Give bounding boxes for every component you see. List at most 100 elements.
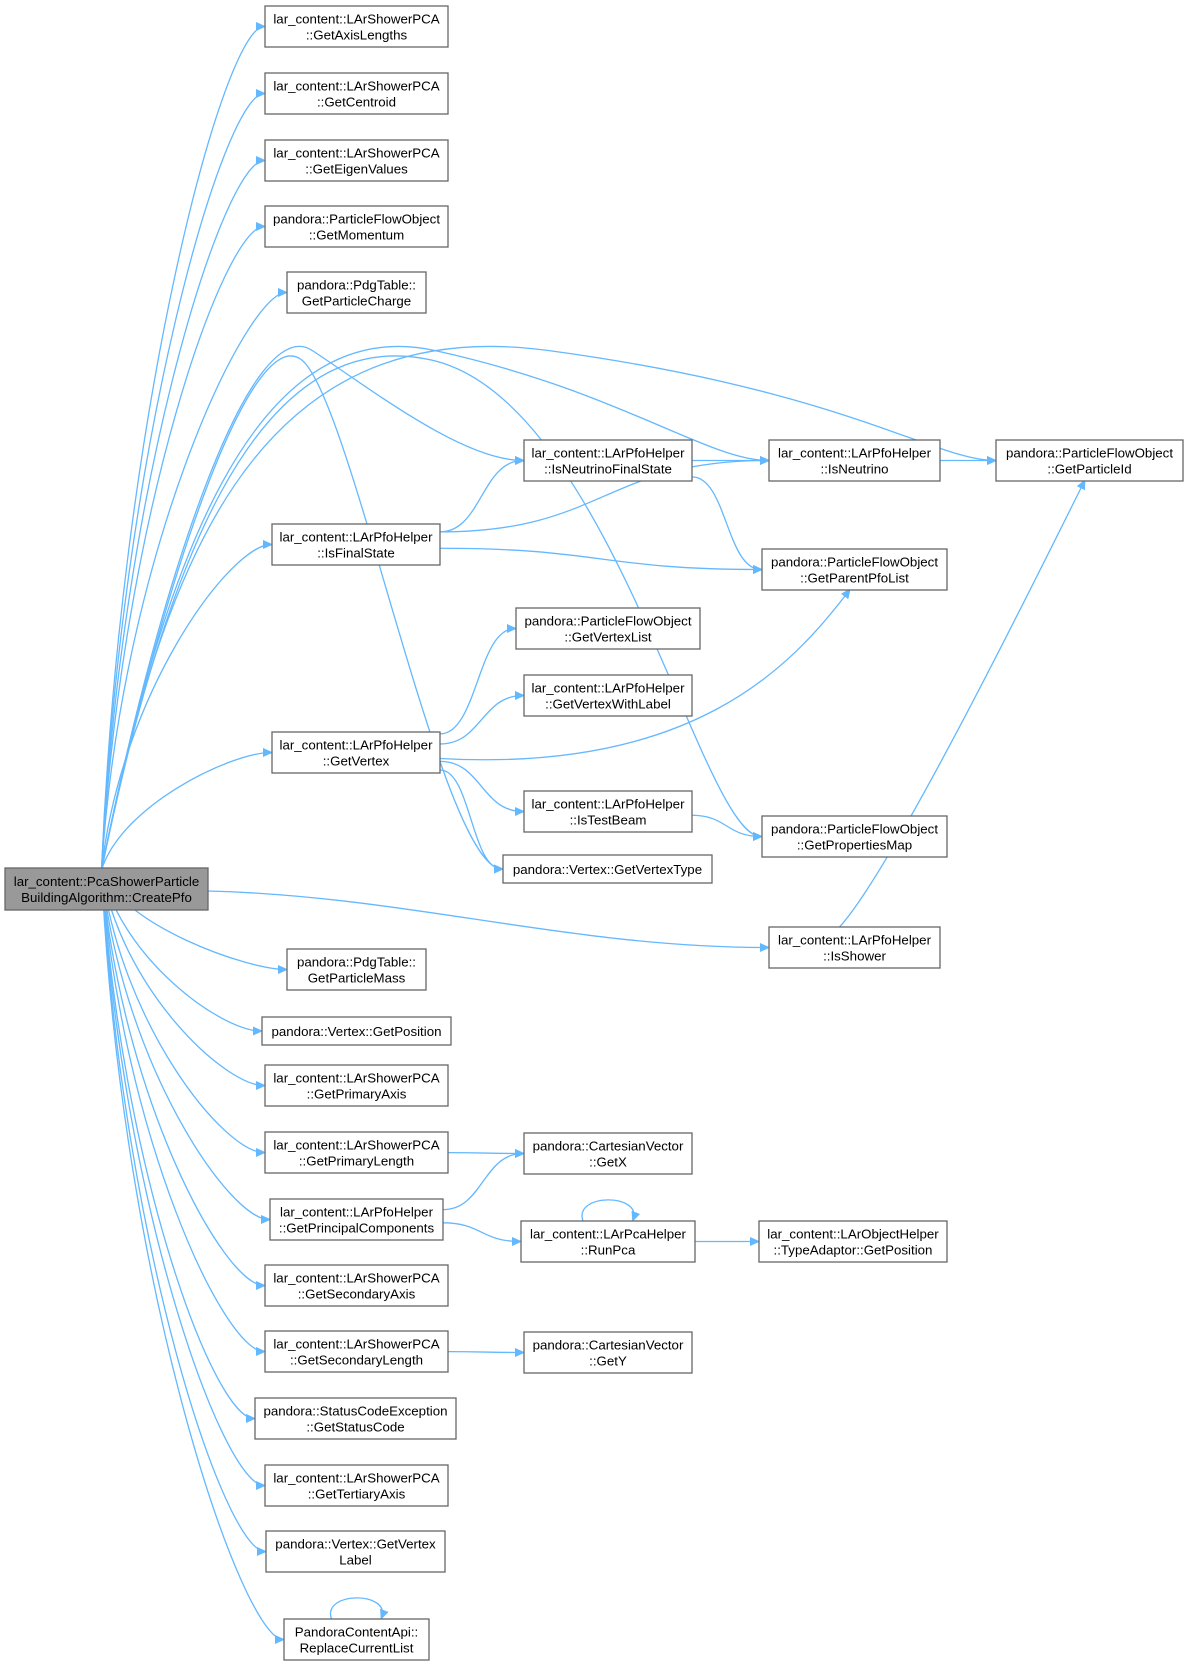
node-label-line: ::RunPca <box>581 1243 636 1258</box>
node-label-line: lar_content::LArPfoHelper <box>532 681 686 696</box>
edge-isshower-to-particleid <box>839 481 1085 928</box>
node-propmap[interactable]: pandora::ParticleFlowObject::GetProperti… <box>761 815 948 858</box>
node-label-line: ::GetVertex <box>323 754 390 769</box>
node-label-line: ::GetPropertiesMap <box>797 838 912 853</box>
node-label-line: lar_content::LArPfoHelper <box>280 738 434 753</box>
node-box <box>264 1330 449 1373</box>
node-label-line: lar_content::LArPfoHelper <box>778 933 932 948</box>
node-secaxis[interactable]: lar_content::LArShowerPCA::GetSecondaryA… <box>264 1264 449 1307</box>
node-label-line: ::GetParentPfoList <box>800 571 909 586</box>
node-seclen[interactable]: lar_content::LArShowerPCA::GetSecondaryL… <box>264 1330 449 1373</box>
node-label-line: ::IsNeutrinoFinalState <box>544 462 672 477</box>
node-label-line: lar_content::LArObjectHelper <box>767 1227 939 1242</box>
node-isneutrino[interactable]: lar_content::LArPfoHelper::IsNeutrino <box>768 439 941 482</box>
node-primlen[interactable]: lar_content::LArShowerPCA::GetPrimaryLen… <box>264 1131 449 1174</box>
node-box <box>264 1264 449 1307</box>
node-cartx[interactable]: pandora::CartesianVector::GetX <box>523 1132 693 1175</box>
node-box <box>286 948 427 991</box>
edge-create-to-isneufs <box>100 345 524 871</box>
node-box <box>264 1064 449 1107</box>
node-tertaxis[interactable]: lar_content::LArShowerPCA::GetTertiaryAx… <box>264 1464 449 1507</box>
node-carty[interactable]: pandora::CartesianVector::GetY <box>523 1331 693 1374</box>
node-label-line: lar_content::LArPfoHelper <box>532 797 686 812</box>
node-label-line: pandora::PdgTable:: <box>297 955 416 970</box>
node-label-line: ::GetX <box>589 1155 627 1170</box>
edge-create-to-propmap <box>100 355 762 871</box>
node-label-line: ::GetMomentum <box>309 228 404 243</box>
node-label-line: lar_content::LArPfoHelper <box>778 446 932 461</box>
node-position[interactable]: pandora::Vertex::GetPosition <box>261 1016 452 1046</box>
node-particleid[interactable]: pandora::ParticleFlowObject::GetParticle… <box>995 439 1184 482</box>
node-parentpfo[interactable]: pandora::ParticleFlowObject::GetParentPf… <box>761 548 948 591</box>
node-box <box>265 1530 446 1573</box>
node-principal[interactable]: lar_content::LArPfoHelper::GetPrincipalC… <box>269 1198 444 1241</box>
edge-create-to-momentum <box>100 227 265 871</box>
node-label-line: pandora::Vertex::GetVertexType <box>513 862 702 877</box>
node-box <box>768 926 941 969</box>
node-box <box>264 139 449 182</box>
edge-create-to-isshower <box>207 890 768 948</box>
edge-primlen-to-cartx <box>447 1153 523 1154</box>
node-label-line: ::GetEigenValues <box>305 162 408 177</box>
edge-create-to-seclen <box>100 869 265 1352</box>
node-label-line: ::GetAxisLengths <box>306 28 408 43</box>
node-isshower[interactable]: lar_content::LArPfoHelper::IsShower <box>768 926 941 969</box>
node-label-line: ReplaceCurrentList <box>300 1641 414 1656</box>
node-istestbeam[interactable]: lar_content::LArPfoHelper::IsTestBeam <box>523 790 693 833</box>
node-vertexlist[interactable]: pandora::ParticleFlowObject::GetVertexLi… <box>515 607 701 650</box>
node-typeadaptor[interactable]: lar_content::LArObjectHelper::TypeAdapto… <box>758 1220 948 1263</box>
node-vtype[interactable]: pandora::Vertex::GetVertexType <box>502 854 713 884</box>
node-label-line: lar_content::LArPfoHelper <box>280 530 434 545</box>
edge-create-to-isneutrino <box>100 345 769 871</box>
node-box <box>271 523 441 566</box>
node-label-line: ::GetVertexList <box>564 630 652 645</box>
node-create[interactable]: lar_content::PcaShowerParticleBuildingAl… <box>4 867 209 911</box>
node-eigen[interactable]: lar_content::LArShowerPCA::GetEigenValue… <box>264 139 449 182</box>
node-label-line: GetParticleCharge <box>302 294 411 309</box>
edge-isfinal-to-parentpfo <box>439 547 761 569</box>
node-mass[interactable]: pandora::PdgTable::GetParticleMass <box>286 948 427 991</box>
node-box <box>264 72 449 115</box>
node-label-line: pandora::Vertex::GetVertex <box>275 1537 436 1552</box>
node-isneufs[interactable]: lar_content::LArPfoHelper::IsNeutrinoFin… <box>523 439 693 482</box>
node-box <box>254 1397 457 1440</box>
node-label-line: ::GetCentroid <box>317 95 396 110</box>
edge-isfinal-to-isneutrino <box>439 461 768 533</box>
node-label-line: lar_content::LArPfoHelper <box>280 1205 434 1220</box>
node-getvertex[interactable]: lar_content::LArPfoHelper::GetVertex <box>271 731 441 774</box>
node-axislen[interactable]: lar_content::LArShowerPCA::GetAxisLength… <box>264 5 449 48</box>
node-momentum[interactable]: pandora::ParticleFlowObject::GetMomentum <box>264 205 449 248</box>
node-box <box>264 205 449 248</box>
node-centroid[interactable]: lar_content::LArShowerPCA::GetCentroid <box>264 72 449 115</box>
edge-create-to-isfinal <box>100 545 272 871</box>
node-box <box>269 1198 444 1241</box>
edge-runpca-to-runpca <box>581 1199 634 1221</box>
node-box <box>523 439 693 482</box>
node-label-line: ::GetSecondaryLength <box>290 1353 423 1368</box>
node-charge[interactable]: pandora::PdgTable::GetParticleCharge <box>286 271 427 314</box>
node-primaxis[interactable]: lar_content::LArShowerPCA::GetPrimaryAxi… <box>264 1064 449 1107</box>
node-label-line: PandoraContentApi:: <box>295 1625 418 1640</box>
edge-create-to-tertaxis <box>100 869 265 1486</box>
node-runpca[interactable]: lar_content::LArPcaHelper::RunPca <box>520 1220 696 1263</box>
node-box <box>515 607 701 650</box>
node-label-line: ::GetY <box>589 1354 627 1369</box>
node-label-line: ::GetPrimaryAxis <box>307 1087 407 1102</box>
node-vwithlabel[interactable]: lar_content::LArPfoHelper::GetVertexWith… <box>523 674 693 717</box>
node-label-line: ::GetPrimaryLength <box>299 1154 414 1169</box>
edge-isfinal-to-isneufs <box>439 461 523 533</box>
node-label-line: ::GetSecondaryAxis <box>298 1287 416 1302</box>
node-statuscode[interactable]: pandora::StatusCodeException::GetStatusC… <box>254 1397 457 1440</box>
node-label-line: lar_content::PcaShowerParticle <box>14 874 200 889</box>
node-box <box>758 1220 948 1263</box>
node-label-line: pandora::Vertex::GetPosition <box>271 1024 441 1039</box>
node-box <box>761 815 948 858</box>
edge-create-to-principal <box>100 869 270 1220</box>
node-replace[interactable]: PandoraContentApi::ReplaceCurrentList <box>283 1618 430 1661</box>
node-label-line: lar_content::LArPfoHelper <box>532 446 686 461</box>
node-box <box>520 1220 696 1263</box>
edge-create-to-axislen <box>100 27 265 871</box>
node-isfinal[interactable]: lar_content::LArPfoHelper::IsFinalState <box>271 523 441 566</box>
edge-create-to-vtype <box>100 355 503 870</box>
